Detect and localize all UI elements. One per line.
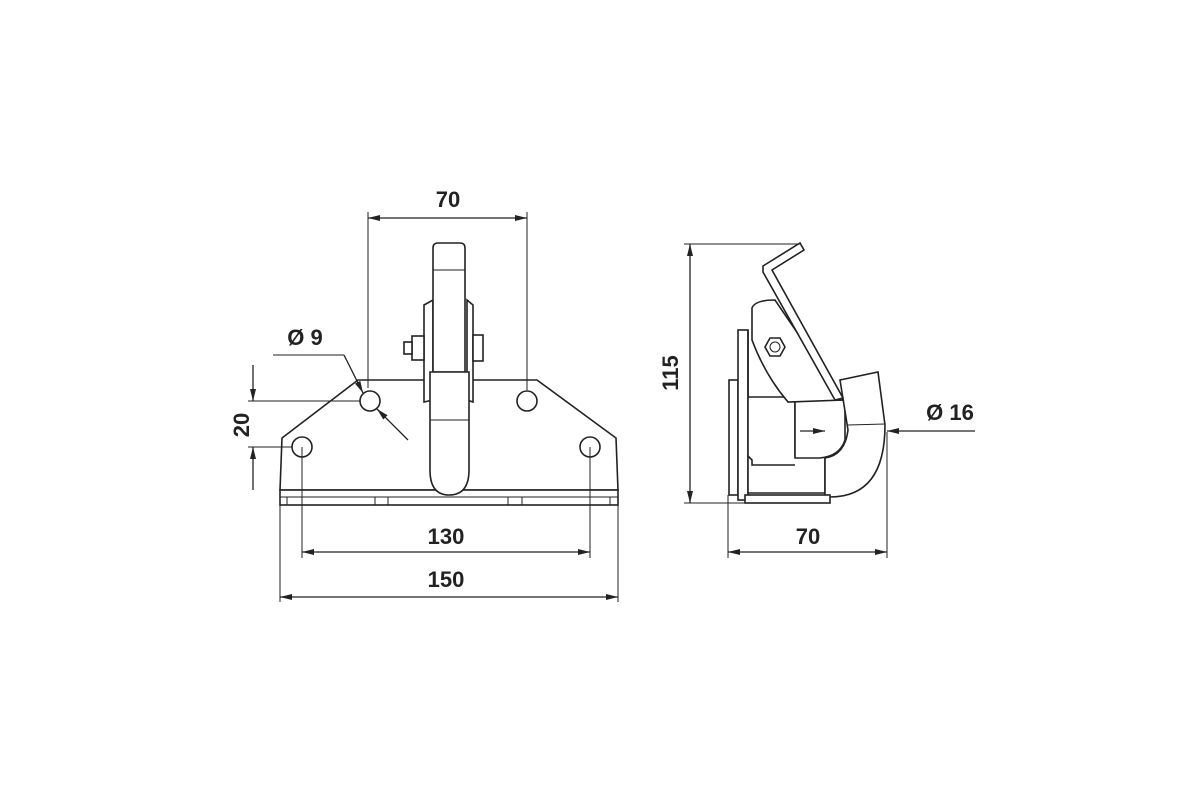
dimension-height: 115: [658, 243, 800, 504]
dim-label-70: 70: [436, 187, 460, 212]
dim-label-hole-diameter: Ø 9: [287, 325, 322, 350]
dim-label-20: 20: [229, 413, 254, 437]
nut-icon: [764, 337, 786, 357]
dim-label-pipe-diameter: Ø 16: [926, 400, 974, 425]
handle-assembly: [403, 242, 484, 496]
front-view: 70 Ø 9 20 130 150: [229, 187, 619, 602]
dimension-hole-diameter: Ø 9: [273, 325, 409, 441]
dimension-hole-offset: 20: [229, 365, 360, 490]
dimension-top-width: 70: [367, 187, 528, 390]
side-body: [728, 241, 886, 504]
dimension-depth: 70: [727, 432, 888, 558]
side-view: 115 70 Ø 16: [658, 241, 975, 558]
dimension-pipe-diameter: Ø 16: [800, 400, 975, 434]
dim-label-130: 130: [428, 524, 465, 549]
dim-label-150: 150: [428, 567, 465, 592]
dimension-overall-width: 150: [279, 505, 619, 602]
dim-label-70-side: 70: [796, 524, 820, 549]
dimension-hole-spacing: 130: [301, 447, 591, 558]
dim-label-115: 115: [658, 355, 683, 391]
